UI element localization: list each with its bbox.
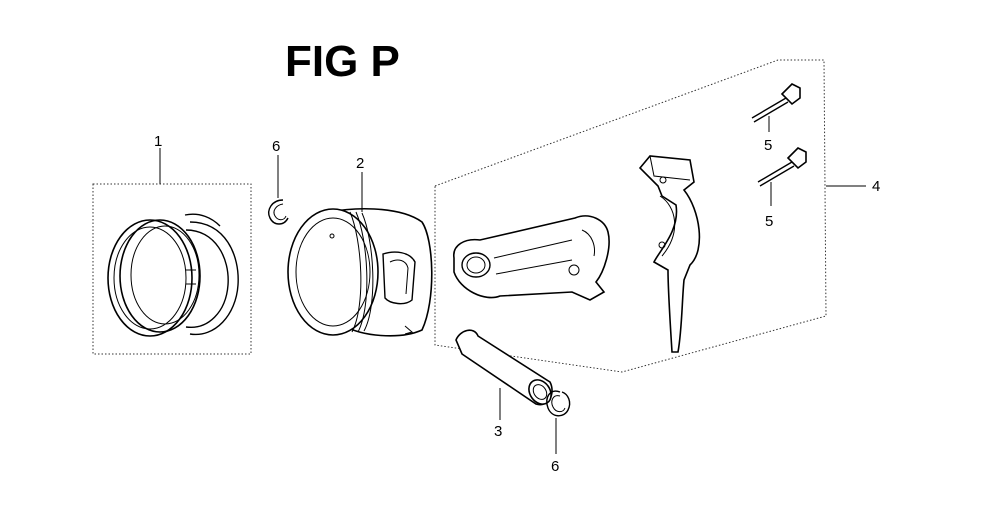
callout-4: 4 bbox=[872, 178, 880, 195]
piston-pin bbox=[455, 329, 553, 406]
ring-set-box bbox=[92, 183, 252, 355]
callout-6-upper: 6 bbox=[272, 138, 280, 155]
callout-2: 2 bbox=[356, 155, 364, 172]
rod-bolt-upper bbox=[751, 83, 801, 123]
piston-ring-set bbox=[92, 183, 252, 355]
piston bbox=[287, 208, 433, 337]
callout-5-upper: 5 bbox=[764, 137, 772, 154]
figure-title: FIG P bbox=[285, 37, 400, 86]
callout-6-lower: 6 bbox=[551, 458, 559, 475]
piston-pin-clip-upper bbox=[268, 199, 289, 225]
piston-pin-clip-lower bbox=[546, 390, 571, 417]
callout-1: 1 bbox=[154, 133, 162, 150]
connecting-rod-cap bbox=[638, 155, 701, 353]
rod-bolt-lower bbox=[757, 147, 807, 187]
connecting-rod bbox=[453, 215, 610, 301]
callout-5-lower: 5 bbox=[765, 213, 773, 230]
callout-3: 3 bbox=[494, 423, 502, 440]
rod-assembly-box bbox=[434, 59, 827, 373]
